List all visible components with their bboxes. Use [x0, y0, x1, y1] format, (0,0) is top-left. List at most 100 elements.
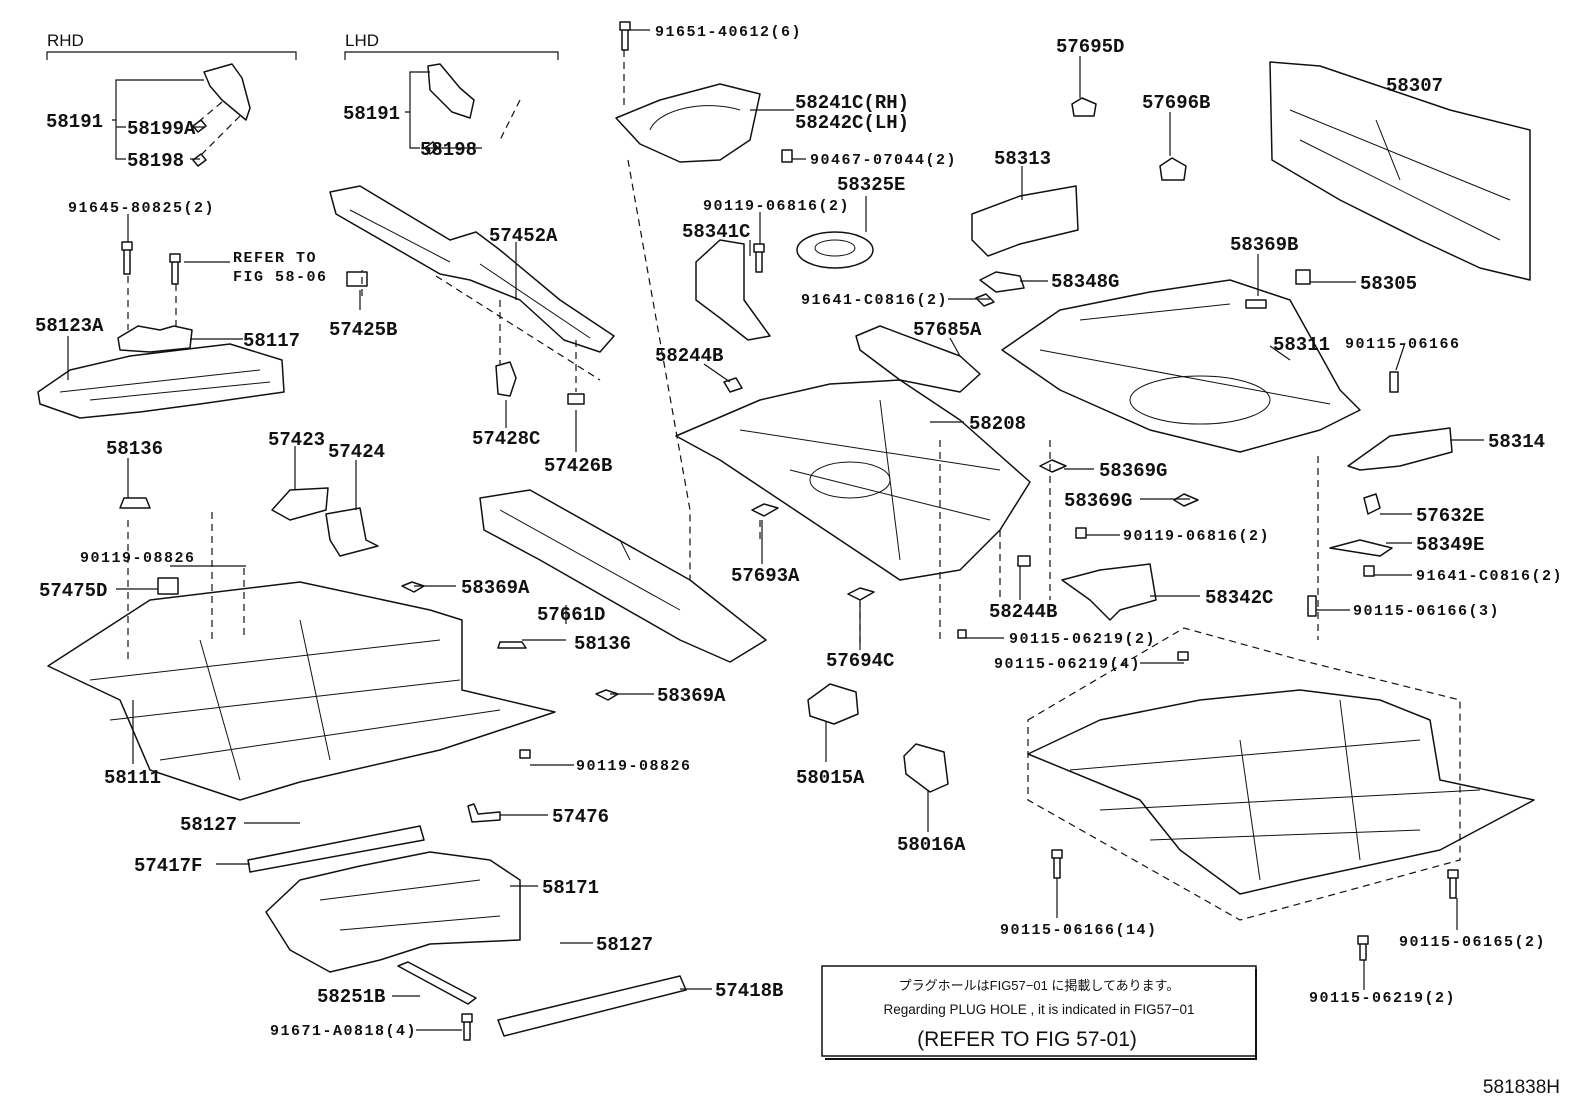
callout: 91641-C0816(2): [801, 292, 948, 309]
note-japanese: プラグホールはFIG57−01 に掲載してあります。: [899, 978, 1180, 993]
lhd-header: LHD: [345, 31, 379, 50]
callout: 58208: [969, 413, 1026, 435]
callout: 58369G: [1099, 460, 1167, 482]
callout: 90115-06219(4): [994, 656, 1141, 673]
callout: 57452A: [489, 225, 558, 247]
callout: 90467-07044(2): [810, 152, 957, 169]
callout: 57632E: [1416, 505, 1484, 527]
figure-id: 581838H: [1483, 1077, 1560, 1098]
part-58191-lhd: [427, 63, 475, 119]
callout: 57423: [268, 429, 325, 451]
callout: 58369A: [461, 577, 530, 599]
callout: 90115-06166(14): [1000, 922, 1158, 939]
callout: 58314: [1488, 431, 1545, 453]
callout: 90115-06219(2): [1009, 631, 1156, 648]
part-58313: [971, 185, 1079, 257]
callouts: 58191 58199A 58198 58191 58198 91645-808…: [35, 24, 1563, 1040]
callout: 58313: [994, 148, 1051, 170]
part-58208: [675, 379, 1031, 581]
callout: REFER TO: [233, 250, 317, 267]
callout: 90119-08826: [576, 758, 692, 775]
callout: 58136: [574, 633, 631, 655]
part-58341c: [695, 239, 771, 341]
callout: 91641-C0816(2): [1416, 568, 1563, 585]
callout: 90115-06219(2): [1309, 990, 1456, 1007]
callout: 58241C(RH): [795, 92, 909, 114]
callout: 90115-06166: [1345, 336, 1461, 353]
callout: 58127: [596, 934, 653, 956]
callout: 58307: [1386, 75, 1443, 97]
callout: 91645-80825(2): [68, 200, 215, 217]
callout: 58198: [127, 150, 184, 172]
callout: 57475D: [39, 580, 107, 602]
callout: 58111: [104, 767, 161, 789]
callout: 58244B: [989, 601, 1057, 623]
callout: 58325E: [837, 174, 905, 196]
callout: 57476: [552, 806, 609, 828]
callout: 57425B: [329, 319, 397, 341]
callout: 57694C: [826, 650, 894, 672]
part-57452a: [329, 185, 615, 353]
callout: 57426B: [544, 455, 612, 477]
callout: 58171: [542, 877, 599, 899]
part-floor-assy: [1027, 689, 1535, 895]
callout: 58242C(LH): [795, 112, 909, 134]
rhd-bracket: [46, 51, 297, 60]
part-58325e: [796, 231, 874, 269]
lhd-bracket: [344, 51, 559, 60]
part-shapes: [37, 21, 1535, 1041]
callout: 58123A: [35, 315, 104, 337]
callout: 58341C: [682, 221, 750, 243]
callout: 58305: [1360, 273, 1417, 295]
part-57417f: [247, 825, 425, 873]
note-english: Regarding PLUG HOLE , it is indicated in…: [883, 1002, 1194, 1017]
part-58171: [265, 851, 521, 973]
callout: 90119-08826: [80, 550, 196, 567]
callout: 58117: [243, 330, 300, 352]
leader-lines: [67, 29, 1484, 1031]
callout: 58191: [343, 103, 400, 125]
part-58111: [47, 581, 556, 801]
callout: 90115-06166(3): [1353, 603, 1500, 620]
callout: 57695D: [1056, 36, 1124, 58]
callout: 57417F: [134, 855, 202, 877]
callout: 91651-40612(6): [655, 24, 802, 41]
note-refer: (REFER TO FIG 57-01): [917, 1028, 1137, 1051]
part-58191-rhd: [203, 63, 251, 121]
callout: 58369B: [1230, 234, 1298, 256]
rhd-header: RHD: [47, 31, 84, 50]
part-57661d: [479, 489, 767, 663]
part-58016a: [903, 743, 949, 793]
callout: 58016A: [897, 834, 966, 856]
callout: 91671-A0818(4): [270, 1023, 417, 1040]
callout: 58369G: [1064, 490, 1132, 512]
part-58311: [1001, 279, 1361, 453]
part-58241c: [615, 83, 761, 163]
callout: 58198: [420, 139, 477, 161]
callout: 58251B: [317, 986, 385, 1008]
callout: 58349E: [1416, 534, 1484, 556]
callout: 57685A: [913, 319, 982, 341]
callout: 90119-06816(2): [703, 198, 850, 215]
callout: 57424: [328, 441, 385, 463]
callout: 58311: [1273, 334, 1330, 356]
callout: 58342C: [1205, 587, 1273, 609]
plug-hole-note: プラグホールはFIG57−01 に掲載してあります。 Regarding PLU…: [821, 965, 1257, 1060]
callout: 90119-06816(2): [1123, 528, 1270, 545]
callout: 58244B: [655, 345, 723, 367]
callout: 57418B: [715, 980, 783, 1002]
callout: 57428C: [472, 428, 540, 450]
callout: 57696B: [1142, 92, 1210, 114]
part-58015a: [807, 683, 859, 725]
callout: FIG 58-06: [233, 269, 328, 286]
callout: 57693A: [731, 565, 800, 587]
callout: 58127: [180, 814, 237, 836]
callout: 58199A: [127, 118, 196, 140]
callout: 58015A: [796, 767, 865, 789]
callout: 58348G: [1051, 271, 1119, 293]
callout: 90115-06165(2): [1399, 934, 1546, 951]
part-58307: [1269, 61, 1531, 281]
callout: 58136: [106, 438, 163, 460]
part-58342c: [1061, 563, 1157, 621]
